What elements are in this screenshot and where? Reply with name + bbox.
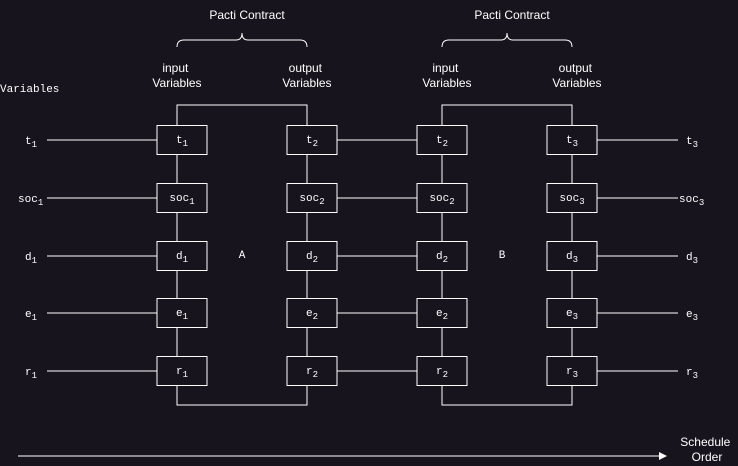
svg-text:soc2: soc2 [429, 193, 454, 207]
variables-label: Variables [0, 84, 59, 96]
svg-text:soc2: soc2 [299, 193, 324, 207]
var-label-left: d1 [25, 252, 37, 266]
var-label-right: soc3 [679, 194, 704, 208]
var-box-e-col1: e1 [156, 298, 208, 328]
svg-text:d3: d3 [566, 251, 578, 265]
var-label-left: r1 [25, 367, 37, 381]
var-box-soc-col2: soc2 [286, 183, 338, 213]
svg-text:t2: t2 [436, 135, 448, 149]
input-label-a: input Variables [152, 61, 201, 90]
svg-text:r2: r2 [436, 366, 448, 380]
var-label-right: t3 [686, 136, 698, 150]
block-a-label: A [239, 250, 246, 262]
contract-a-label: Pacti Contract [209, 8, 285, 22]
var-label-right: d3 [686, 252, 698, 266]
var-box-r-col1: r1 [156, 356, 208, 386]
var-box-d-col2: d2 [286, 241, 338, 271]
svg-text:t2: t2 [306, 135, 318, 149]
var-box-t-col3: t2 [416, 125, 468, 155]
var-label-left: e1 [25, 309, 37, 323]
variable-row-d: d1 d3 d1 d2 d2 d3 [25, 241, 698, 271]
var-box-t-col1: t1 [156, 125, 208, 155]
svg-text:soc1: soc1 [169, 193, 194, 207]
output-label-a: output Variables [282, 61, 331, 90]
contract-a-brace [176, 32, 308, 48]
variable-rows: t1 t3 t1 t2 t2 t3 soc1 soc3 soc1 soc2 soc2 soc3 d1 d3… [18, 125, 704, 386]
svg-text:e3: e3 [566, 308, 578, 322]
svg-text:e2: e2 [436, 308, 448, 322]
svg-text:r2: r2 [306, 366, 318, 380]
var-box-e-col4: e3 [546, 298, 598, 328]
var-label-right: r3 [686, 367, 698, 381]
var-box-d-col1: d1 [156, 241, 208, 271]
var-label-left: t1 [25, 136, 37, 150]
var-label-right: e3 [686, 309, 698, 323]
svg-text:r1: r1 [176, 366, 188, 380]
schedule-order-label: Schedule Order [680, 435, 733, 464]
svg-text:e2: e2 [306, 308, 318, 322]
var-box-t-col4: t3 [546, 125, 598, 155]
svg-text:t3: t3 [566, 135, 578, 149]
var-box-soc-col1: soc1 [156, 183, 208, 213]
var-box-e-col2: e2 [286, 298, 338, 328]
variable-row-r: r1 r3 r1 r2 r2 r3 [25, 356, 698, 386]
svg-text:d2: d2 [306, 251, 318, 265]
input-label-b: input Variables [422, 61, 471, 90]
svg-text:r3: r3 [566, 366, 578, 380]
contract-b-brace [441, 32, 573, 48]
svg-text:d2: d2 [436, 251, 448, 265]
svg-text:soc3: soc3 [559, 193, 584, 207]
var-label-left: soc1 [18, 194, 43, 208]
variable-row-t: t1 t3 t1 t2 t2 t3 [25, 125, 698, 155]
svg-text:t1: t1 [176, 135, 188, 149]
var-box-d-col3: d2 [416, 241, 468, 271]
var-box-r-col3: r2 [416, 356, 468, 386]
variable-row-e: e1 e3 e1 e2 e2 e3 [25, 298, 698, 328]
var-box-soc-col3: soc2 [416, 183, 468, 213]
var-box-d-col4: d3 [546, 241, 598, 271]
svg-text:d1: d1 [176, 251, 188, 265]
variable-row-soc: soc1 soc3 soc1 soc2 soc2 soc3 [18, 183, 704, 213]
contract-b-label: Pacti Contract [474, 8, 550, 22]
output-label-b: output Variables [552, 61, 601, 90]
var-box-soc-col4: soc3 [546, 183, 598, 213]
var-box-r-col4: r3 [546, 356, 598, 386]
var-box-r-col2: r2 [286, 356, 338, 386]
block-b-label: B [499, 250, 506, 262]
svg-text:e1: e1 [176, 308, 188, 322]
var-box-e-col3: e2 [416, 298, 468, 328]
var-box-t-col2: t2 [286, 125, 338, 155]
